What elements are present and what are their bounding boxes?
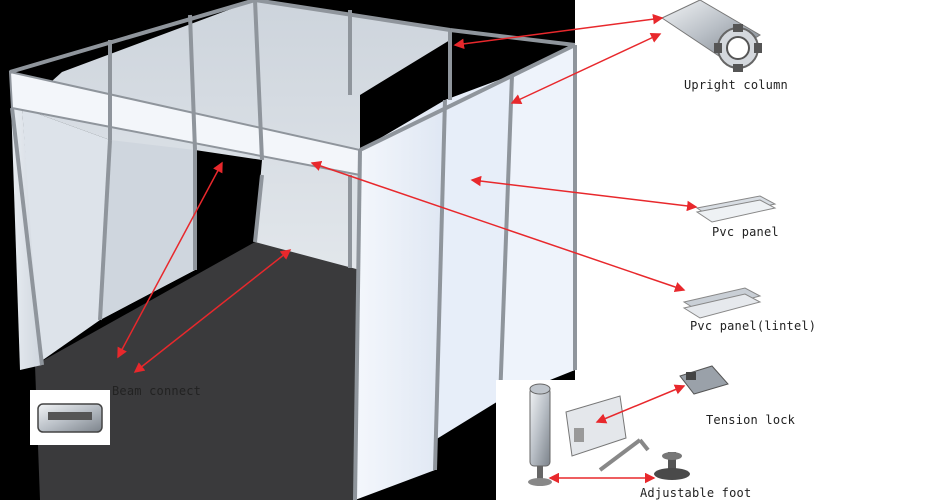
- tension-lock-sample: [679, 365, 729, 395]
- left-wall-inner: [22, 108, 110, 362]
- label-upright-column: Upright column: [684, 78, 788, 92]
- label-tension-lock: Tension lock: [706, 413, 796, 427]
- pvc-lintel-sample: [682, 287, 762, 319]
- front-panel-a: [355, 100, 445, 500]
- arrow-tension-lock: [595, 384, 686, 424]
- beam-connect-sample: [30, 390, 110, 445]
- hardware-samples: [496, 380, 708, 500]
- arrow-lintel: [310, 160, 686, 293]
- label-pvc-panel: Pvc panel: [712, 225, 779, 239]
- label-beam-connect: Beam connect: [112, 384, 202, 398]
- label-pvc-panel-lintel: Pvc panel(lintel): [690, 319, 817, 333]
- arrow-column-side: [510, 33, 662, 104]
- arrow-beam-lower: [133, 249, 292, 373]
- arrow-column-top: [453, 13, 664, 50]
- leader-arrows: [117, 13, 698, 484]
- adjustable-foot-sample: [654, 452, 690, 480]
- label-adjustable-foot: Adjustable foot: [640, 486, 752, 500]
- upright-column-profile: [660, 0, 762, 72]
- pvc-panel-sample: [695, 195, 777, 223]
